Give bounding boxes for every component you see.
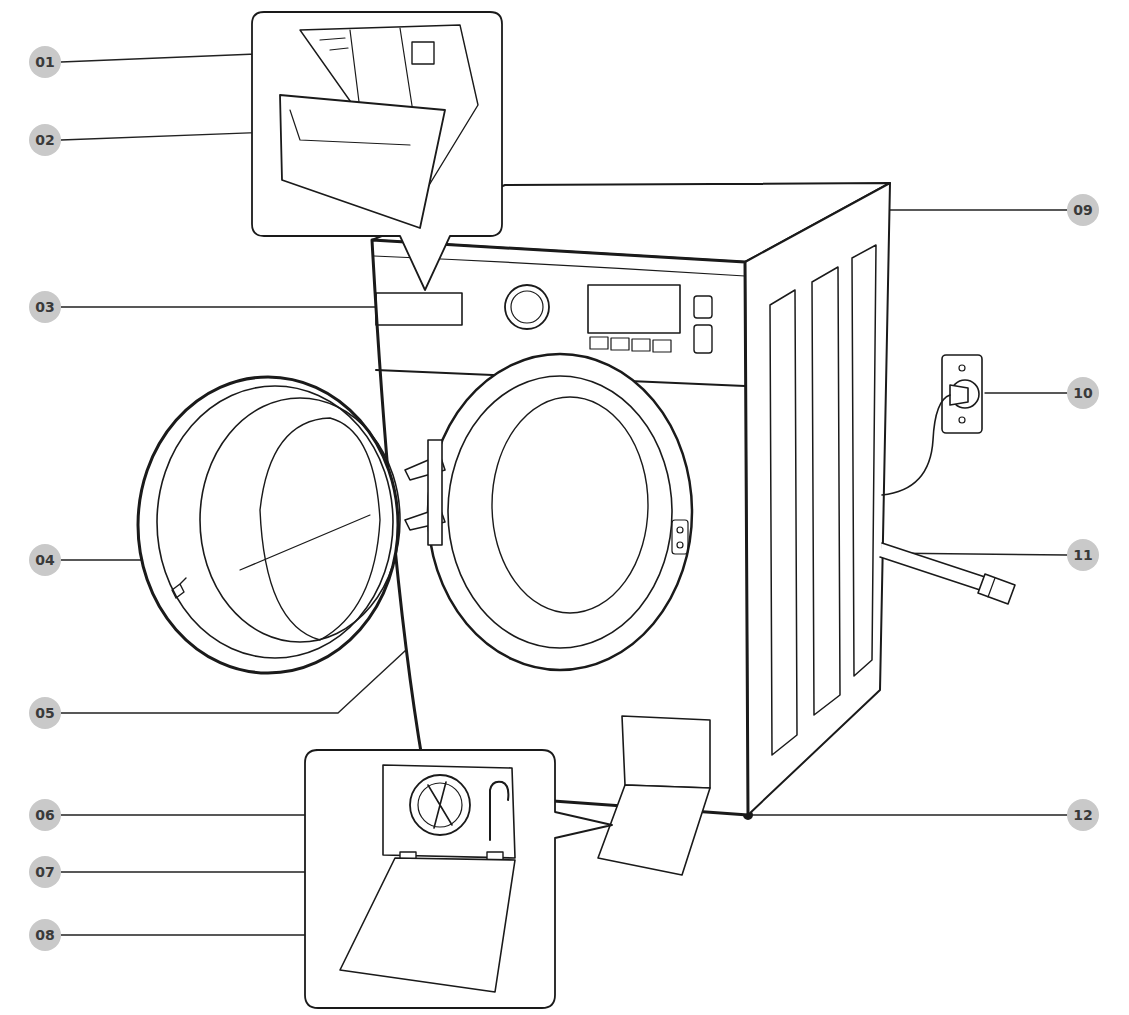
door-handle (172, 578, 186, 598)
door-rim (157, 386, 393, 658)
button (611, 338, 629, 350)
drawer-mark (320, 38, 348, 50)
callout-number: 12 (1067, 799, 1099, 831)
front-panel (372, 240, 748, 815)
door-lock (677, 527, 683, 533)
softener-cap (412, 42, 434, 64)
door-lock (672, 520, 688, 554)
drawer-handle (280, 95, 445, 228)
hose-end (988, 578, 995, 597)
filter-flap (598, 785, 710, 875)
leader-line (985, 392, 1067, 393)
callout-number: 02 (29, 124, 61, 156)
display (588, 285, 680, 333)
door-lock (677, 542, 683, 548)
plug (950, 385, 968, 405)
leader-lines (61, 47, 1067, 935)
door (138, 377, 445, 673)
side-rib (812, 267, 840, 715)
door-glass-bowl (260, 418, 380, 640)
inset-frame (305, 750, 612, 1008)
power-cord (882, 395, 950, 495)
screw (959, 365, 965, 371)
filter-flap (340, 858, 515, 992)
drum (492, 397, 648, 613)
socket-face (951, 380, 979, 408)
filter-grip (428, 782, 452, 828)
button (694, 325, 712, 353)
hose (880, 543, 985, 590)
button (632, 339, 650, 351)
door-glass (200, 398, 400, 642)
door-frame (428, 354, 692, 670)
debris-filter (418, 783, 462, 827)
filter-recess (383, 765, 515, 858)
door-gasket (448, 376, 672, 648)
screw (959, 417, 965, 423)
drawer-slot (376, 293, 462, 325)
machine-body (372, 183, 890, 815)
wall-socket (942, 355, 982, 433)
drawer-handle-grip (290, 110, 410, 145)
callout-number: 04 (29, 544, 61, 576)
callout-number: 11 (1067, 539, 1099, 571)
callout-number: 07 (29, 856, 61, 888)
filter-frame (622, 716, 710, 788)
filter-inset (305, 750, 612, 1008)
control-panel (376, 285, 712, 353)
side-panel (745, 183, 890, 815)
callout-number: 10 (1067, 377, 1099, 409)
callout-number: 01 (29, 46, 61, 78)
side-rib (770, 290, 797, 755)
filter-cover (598, 716, 710, 875)
inset-frame (252, 12, 502, 290)
callout-number: 08 (29, 919, 61, 951)
callout-number: 05 (29, 697, 61, 729)
drain-hose (880, 543, 1015, 604)
leader-line (748, 814, 1067, 815)
callout-number: 06 (29, 799, 61, 831)
hinge-plate (428, 440, 442, 545)
callout-number: 03 (29, 291, 61, 323)
drawer-inset (252, 12, 502, 290)
hose-end (978, 574, 1015, 604)
side-rib (852, 245, 876, 676)
callout-number: 09 (1067, 194, 1099, 226)
glass-reflection (240, 515, 370, 570)
debris-filter (410, 775, 470, 835)
button (694, 296, 712, 318)
dial-inner (511, 291, 543, 323)
button (590, 337, 608, 349)
button (653, 340, 671, 352)
emergency-drain-tube (490, 782, 508, 840)
dial (505, 285, 549, 329)
power-supply (882, 355, 982, 495)
drum-opening (428, 354, 692, 670)
